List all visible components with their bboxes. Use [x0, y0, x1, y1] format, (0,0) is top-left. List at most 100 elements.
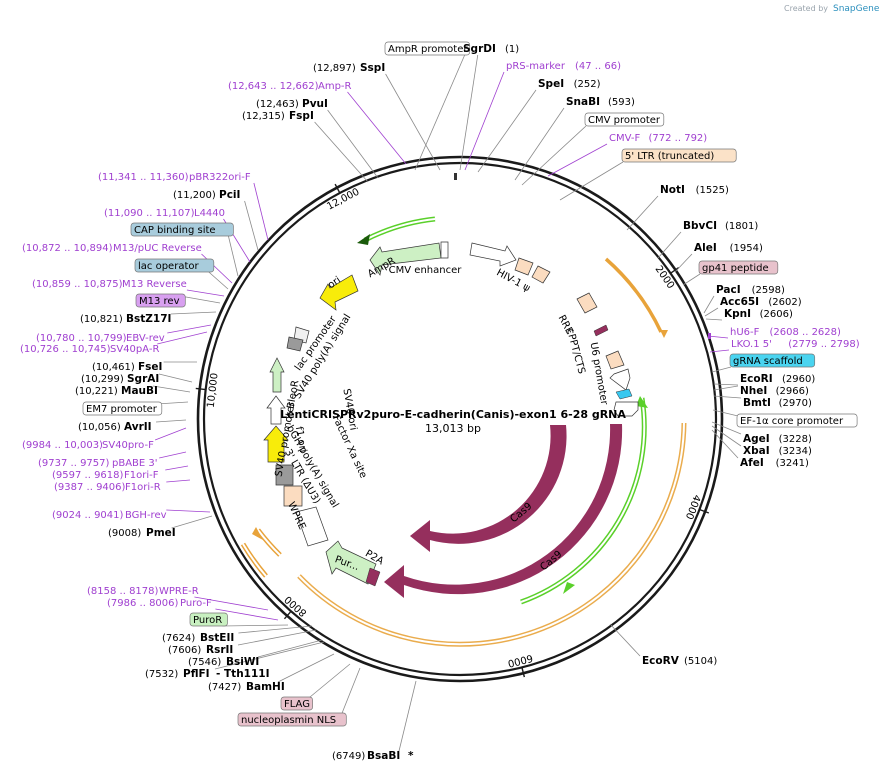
map-label: PvuI	[302, 98, 328, 110]
wpre-box	[295, 506, 329, 547]
leader-line	[711, 366, 732, 373]
map-label: (7532)	[145, 669, 178, 680]
leader-line	[705, 318, 723, 321]
feature-label: f1 ori	[293, 426, 308, 454]
map-label: L4440	[194, 208, 225, 219]
map-label: (9737 .. 9757)	[38, 458, 110, 469]
map-label: CAP binding site	[134, 225, 216, 236]
orange-small-arc-1-head	[252, 527, 263, 540]
map-label: XbaI	[743, 445, 770, 457]
map-label: gRNA scaffold	[733, 356, 803, 367]
map-label: WPRE-R	[159, 586, 199, 597]
map-label-position: (2602)	[768, 297, 801, 308]
map-label: pBABE 3'	[112, 458, 158, 469]
leader-line	[238, 625, 313, 634]
leader-line	[559, 161, 624, 201]
orange-arc-cas9-inner	[298, 422, 685, 646]
map-label: CMV-F	[609, 133, 640, 144]
leader-line	[180, 295, 221, 304]
feature-label: CMV enhancer	[389, 265, 463, 276]
leader-line	[166, 479, 191, 483]
map-label: RsrII	[206, 644, 233, 656]
rre-mark	[593, 324, 609, 337]
p2a-box	[365, 567, 381, 587]
feature-box	[280, 696, 313, 711]
leader-line	[171, 515, 213, 529]
leader-line	[165, 465, 189, 471]
map-label: BsiWI	[226, 656, 259, 668]
map-label: SspI	[360, 62, 385, 74]
ori-arrow	[319, 274, 359, 311]
feature-box	[384, 41, 471, 56]
feature-label: U6 promoter	[588, 341, 610, 406]
map-label: NheI	[740, 385, 767, 397]
leader-line	[155, 419, 187, 423]
snapgene-logo: SnapGene	[833, 4, 880, 14]
map-label: 5' LTR (truncated)	[625, 151, 714, 162]
green-arc-ampr	[363, 216, 436, 243]
feature-box	[135, 293, 186, 308]
orange-arc-head	[660, 330, 668, 338]
map-label: AleI	[694, 242, 717, 254]
feature-box	[189, 612, 228, 627]
leader-line	[713, 383, 739, 386]
map-label-position: (2970)	[779, 398, 812, 409]
map-label: SpeI	[538, 78, 564, 90]
plasmid-name: LentiCRISPRv2puro-E-cadherin(Canis)-exon…	[280, 408, 626, 421]
em7-promoter-arrow	[266, 395, 286, 425]
leader-line	[158, 373, 193, 383]
leader-line	[327, 109, 379, 179]
u6-promoter-arrow	[609, 368, 631, 391]
map-label: Puro-F	[180, 598, 212, 609]
plasmid-length: 13,013 bp	[425, 422, 481, 435]
leader-line	[340, 667, 361, 716]
map-label: AfeI	[740, 457, 764, 469]
scale-tick	[699, 508, 710, 514]
bleor-arrow	[269, 357, 285, 393]
map-label-position: (2608 .. 2628)	[770, 327, 842, 338]
map-label: (10,859 .. 10,875)	[32, 279, 123, 290]
map-label-position: (252)	[574, 79, 601, 90]
feature-box	[729, 353, 816, 368]
map-label: SgrAI	[127, 373, 159, 385]
map-label: PacI	[716, 284, 741, 296]
leader-line	[244, 200, 259, 251]
map-label-position: (3228)	[779, 434, 812, 445]
leader-line	[712, 409, 739, 417]
ltr-3-box	[283, 485, 303, 507]
map-label: (10,726 .. 10,745)	[20, 344, 111, 355]
leader-line	[215, 608, 279, 621]
leader-line	[713, 395, 742, 399]
backbone-inner-ring	[202, 161, 718, 677]
map-label: hU6-F	[730, 327, 760, 338]
green-arc-ampr-head	[357, 234, 370, 245]
leader-line	[277, 653, 335, 683]
map-label-position: (2606)	[760, 309, 793, 320]
map-label: KpnI	[724, 308, 751, 320]
green-arc-cas9-core	[520, 397, 646, 603]
map-label-position: (2966)	[776, 386, 809, 397]
leader-line	[222, 624, 289, 627]
leader-line	[170, 311, 217, 315]
map-label: MauBI	[121, 385, 158, 397]
leader-line	[703, 295, 715, 314]
leader-line	[167, 324, 212, 334]
ef1a-promoter-arrow	[613, 401, 639, 417]
leader-line	[704, 307, 719, 317]
map-label-position: (2779 .. 2798)	[788, 339, 860, 350]
backbone-outer-ring	[196, 155, 724, 683]
map-label: (12,463)	[256, 99, 299, 110]
leader-line	[152, 385, 191, 393]
map-label: EcoRV	[642, 655, 680, 667]
credit-prefix: Created by	[784, 4, 828, 13]
map-label: (6749)	[332, 751, 365, 762]
leader-line	[166, 509, 211, 513]
map-label: (7427)	[208, 682, 241, 693]
map-label: Amp-R	[318, 81, 352, 92]
map-label: (7986 .. 8006)	[107, 598, 179, 609]
map-label-position: (1801)	[725, 221, 758, 232]
map-label: pBR322ori-F	[189, 172, 251, 183]
map-label-position: (3241)	[776, 458, 809, 469]
map-label: BmtI	[743, 397, 771, 409]
leader-line	[214, 641, 325, 670]
